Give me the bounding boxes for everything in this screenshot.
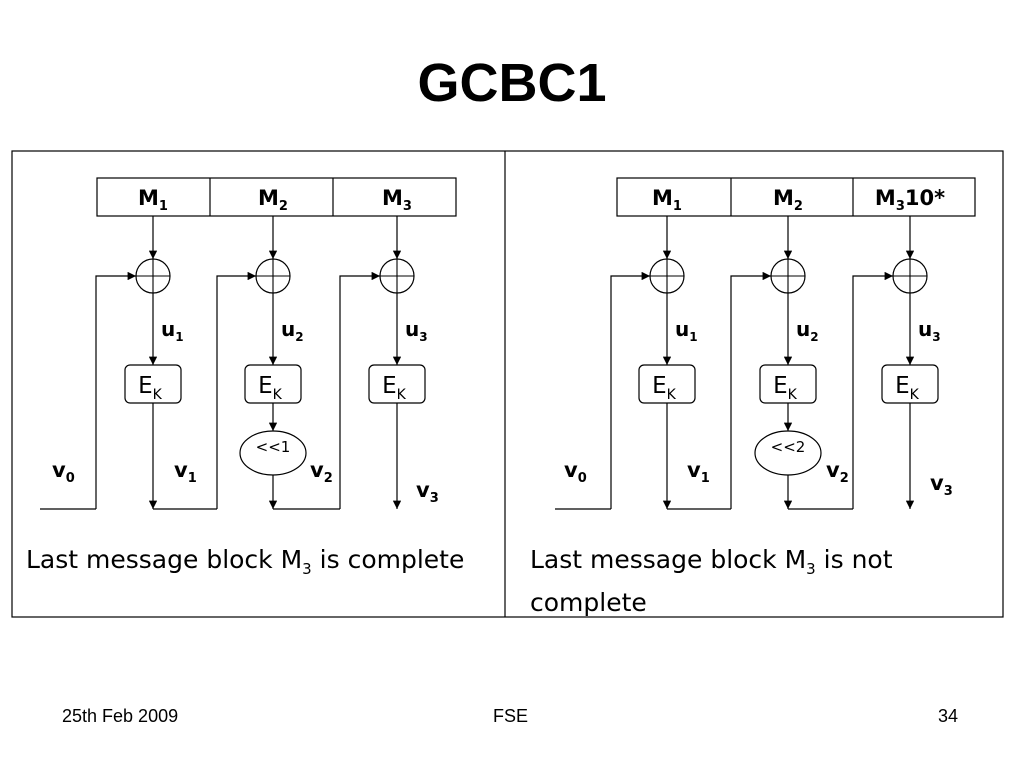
message-block-label: M310* <box>875 186 945 214</box>
slide-title: GCBC1 <box>417 53 607 113</box>
u-label: u1 <box>161 317 184 344</box>
v-label: v0 <box>564 458 587 486</box>
caption-sub: 3 <box>302 560 312 578</box>
encrypt-label: EK <box>773 373 798 403</box>
message-block-label: M2 <box>773 186 803 214</box>
shift-label: <<2 <box>771 438 806 456</box>
u-label: u1 <box>675 317 698 344</box>
caption-incomplete: Last message block M3 is not complete <box>530 543 990 620</box>
u-label: u3 <box>918 317 941 344</box>
chain-rail <box>610 271 650 509</box>
encrypt-label: EK <box>652 373 677 403</box>
u-label: u3 <box>405 317 428 344</box>
caption-sub: 3 <box>806 560 816 578</box>
encrypt-label: EK <box>258 373 283 403</box>
caption-text: Last message block M <box>26 545 303 574</box>
v-label: v1 <box>687 458 710 486</box>
chain-rail <box>95 271 136 509</box>
message-block-label: M1 <box>138 186 168 214</box>
message-block-row <box>616 177 976 217</box>
caption-complete: Last message block M3 is complete <box>26 543 496 586</box>
v-label: v2 <box>310 458 333 486</box>
chain-rail <box>339 271 380 509</box>
encrypt-label: EK <box>895 373 920 403</box>
message-block-label: M2 <box>258 186 288 214</box>
panels-frame <box>11 150 1004 618</box>
v-label: v3 <box>930 471 953 499</box>
message-block-row <box>96 177 457 217</box>
footer-center: FSE <box>493 706 529 726</box>
encrypt-label: EK <box>382 373 407 403</box>
caption-text-end: is complete <box>311 545 465 574</box>
u-label: u2 <box>281 317 304 344</box>
chain-rail <box>730 271 771 509</box>
chain-rail <box>216 271 256 509</box>
caption-text-end: is not <box>815 545 893 574</box>
v-label: v2 <box>826 458 849 486</box>
v-label: v0 <box>52 458 75 486</box>
caption-text-line2: complete <box>530 588 647 617</box>
u-label: u2 <box>796 317 819 344</box>
message-block-label: M1 <box>652 186 682 214</box>
shift-label: <<1 <box>256 438 291 456</box>
v-label: v3 <box>416 478 439 506</box>
footer-page-number: 34 <box>938 706 959 726</box>
v-label: v1 <box>174 458 197 486</box>
footer-date: 25th Feb 2009 <box>62 706 179 726</box>
chain-rail <box>852 271 893 509</box>
caption-text: Last message block M <box>530 545 807 574</box>
encrypt-label: EK <box>138 373 163 403</box>
message-block-label: M3 <box>382 186 412 214</box>
